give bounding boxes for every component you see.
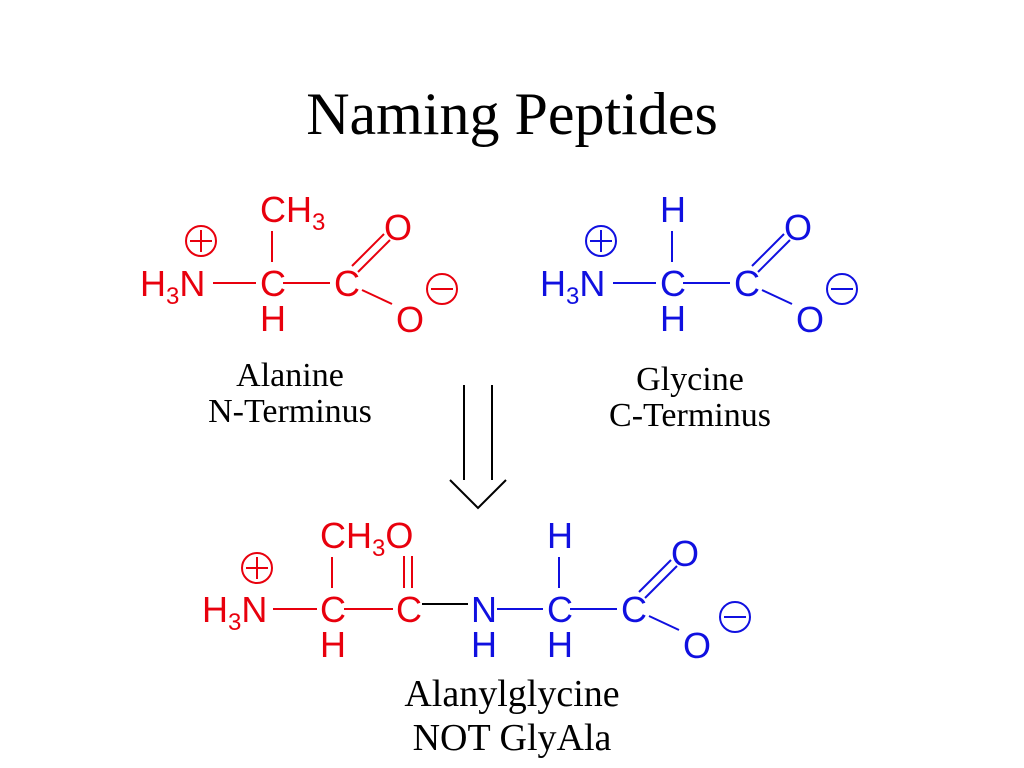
alanine-carboxyl-carbon: C: [334, 263, 360, 304]
positive-charge-icon: [185, 225, 217, 257]
alanine-bonds: [213, 231, 393, 305]
down-arrow-icon: [449, 385, 507, 510]
glycine-carboxylate-oxygen: O: [796, 299, 824, 340]
glycine-carboxyl-carbon: C: [734, 263, 760, 304]
alanylglycine-note: NOT GlyAla: [412, 717, 612, 759]
dipeptide-carboxylate-oxygen: O: [683, 625, 711, 666]
alanylglycine-name: Alanylglycine: [404, 673, 620, 715]
dipeptide-gly-alpha-carbon: C: [547, 589, 573, 630]
alanylglycine-caption: Alanylglycine NOT GlyAla: [312, 672, 712, 760]
dipeptide-peptide-hydrogen: H: [471, 624, 497, 665]
alanine-methyl: CH3: [260, 189, 325, 236]
dipeptide-carboxyl-carbon: C: [621, 589, 647, 630]
alanine-caption: Alanine N-Terminus: [180, 358, 400, 430]
dipeptide-ala-alpha-hydrogen: H: [320, 624, 346, 665]
glycine-alpha-hydrogen: H: [660, 298, 686, 339]
alanine-amine: H3N: [140, 263, 205, 310]
dipeptide-peptide-carbon: C: [396, 589, 422, 630]
dipeptide-gly-top-hydrogen: H: [547, 515, 573, 556]
glycine-top-hydrogen: H: [660, 189, 686, 230]
alanyl-bonds: [273, 556, 413, 610]
alanylglycine-structure: CH3O H3N C H C N: [202, 515, 751, 666]
dipeptide-methyl: CH3O: [320, 515, 413, 562]
glycine-role: C-Terminus: [609, 397, 771, 434]
negative-charge-icon: [826, 273, 858, 305]
glycine-alpha-carbon: C: [660, 263, 686, 304]
slide-title: Naming Peptides: [306, 81, 718, 147]
dipeptide-peptide-nitrogen: N: [471, 589, 497, 630]
alanine-alpha-hydrogen: H: [260, 298, 286, 339]
dipeptide-amine: H3N: [202, 589, 267, 636]
alanine-carboxylate-oxygen: O: [396, 299, 424, 340]
glycine-name: Glycine: [636, 361, 744, 398]
glycyl-bonds: [497, 557, 680, 631]
negative-charge-icon: [426, 273, 458, 305]
positive-charge-icon: [241, 552, 273, 584]
alanine-alpha-carbon: C: [260, 263, 286, 304]
alanine-role: N-Terminus: [208, 393, 372, 430]
alanine-structure: CH3 H3N C H C O O: [140, 189, 458, 340]
dipeptide-gly-alpha-hydrogen: H: [547, 624, 573, 665]
alanyl-residue: CH3O H3N C H C: [202, 515, 422, 665]
glycine-structure: H H3N C H C O O: [540, 189, 858, 340]
positive-charge-icon: [585, 225, 617, 257]
glycine-bonds: [613, 231, 793, 305]
glycine-caption: Glycine C-Terminus: [580, 362, 800, 434]
alanine-name: Alanine: [236, 357, 344, 394]
glycine-amine: H3N: [540, 263, 605, 310]
glycyl-residue: N H H C H C O O: [471, 515, 751, 666]
negative-charge-icon: [719, 601, 751, 633]
dipeptide-ala-alpha-carbon: C: [320, 589, 346, 630]
